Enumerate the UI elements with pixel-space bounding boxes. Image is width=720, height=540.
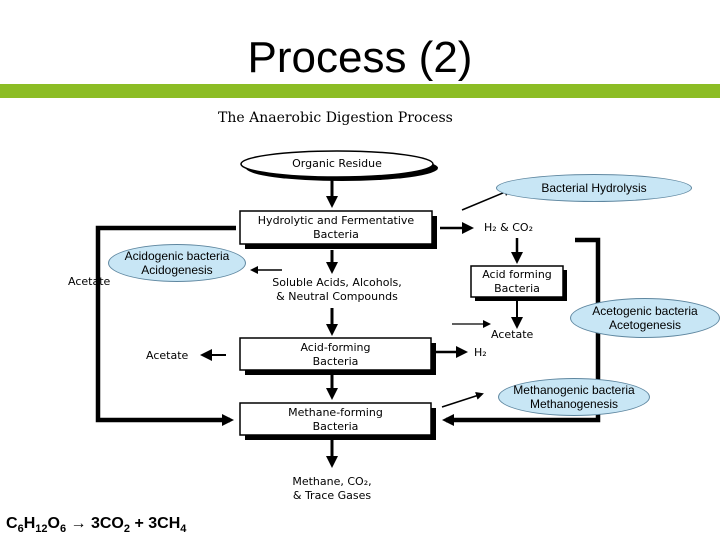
acid-forming-box xyxy=(239,337,432,371)
soluble-label-line2: & Neutral Compounds xyxy=(276,290,398,303)
hydrolytic-label-line2: Bacteria xyxy=(313,228,359,241)
h2-label: H₂ xyxy=(474,346,487,359)
acidogenic-bubble: Acidogenic bacteria Acidogenesis xyxy=(108,244,246,282)
slide-title: Process (2) xyxy=(247,33,473,82)
products-label-line1: Methane, CO₂, xyxy=(292,475,372,488)
formula-arrow: → 3CO xyxy=(66,515,124,532)
formula-h-sub: 12 xyxy=(35,523,48,536)
formula-ch4-sub: 4 xyxy=(180,523,187,536)
acetate-left-label: Acetate xyxy=(68,275,111,288)
pointer-bacterial-hydrolysis xyxy=(461,188,512,211)
formula-o: O xyxy=(47,515,60,532)
diagram-title: The Anaerobic Digestion Process xyxy=(218,110,453,126)
acetogenic-line2: Acetogenesis xyxy=(608,318,682,332)
formula-c: C xyxy=(6,515,18,532)
acid-forming-small-label-line1: Acid forming xyxy=(482,268,552,281)
h2-co2-label: H₂ & CO₂ xyxy=(484,221,534,234)
hydrolytic-box xyxy=(239,210,433,245)
bacterial-hydrolysis-text: Bacterial Hydrolysis xyxy=(541,181,647,195)
methane-forming-label-line1: Methane-forming xyxy=(288,406,383,419)
acetogenic-line1: Acetogenic bacteria xyxy=(592,304,698,318)
acetate-right-label: Acetate xyxy=(491,328,534,341)
organic-residue-node xyxy=(240,150,434,178)
acetate-mid-label: Acetate xyxy=(146,349,189,362)
loop-left-to-methane xyxy=(95,225,236,426)
title-accent-bar xyxy=(0,84,720,98)
methane-forming-label-line2: Bacteria xyxy=(312,420,359,433)
bacterial-hydrolysis-bubble: Bacterial Hydrolysis xyxy=(496,174,692,202)
acetogenic-bubble: Acetogenic bacteria Acetogenesis xyxy=(570,298,720,338)
formula-plus: + 3CH xyxy=(130,515,181,532)
acidogenic-line1: Acidogenic bacteria xyxy=(124,249,230,263)
soluble-label-line1: Soluble Acids, Alcohols, xyxy=(272,276,402,289)
methane-forming-box xyxy=(239,402,432,436)
hydrolytic-label-line1: Hydrolytic and Fermentative xyxy=(257,214,415,227)
glucose-digestion-formula: C6H12O6 → 3CO2 + 3CH4 xyxy=(6,515,186,535)
acid-forming-small-box xyxy=(470,265,564,298)
acidogenic-line2: Acidogenesis xyxy=(141,263,213,277)
products-label-line2: & Trace Gases xyxy=(292,489,372,502)
methanogenic-line1: Methanogenic bacteria xyxy=(513,383,635,397)
methanogenic-bubble: Methanogenic bacteria Methanogenesis xyxy=(498,378,650,416)
formula-o-sub: 6 xyxy=(59,523,67,536)
acid-forming-small-label-line2: Bacteria xyxy=(494,282,540,295)
pointer-methanogenic xyxy=(441,392,484,408)
methanogenic-line2: Methanogenesis xyxy=(529,397,619,411)
formula-co2-sub: 2 xyxy=(123,523,130,536)
acid-forming-label-line2: Bacteria xyxy=(312,355,359,368)
organic-residue-label: Organic Residue xyxy=(292,157,382,170)
formula-c-sub: 6 xyxy=(17,523,24,536)
acid-forming-label-line1: Acid-forming xyxy=(300,341,371,354)
formula-h: H xyxy=(23,515,36,532)
